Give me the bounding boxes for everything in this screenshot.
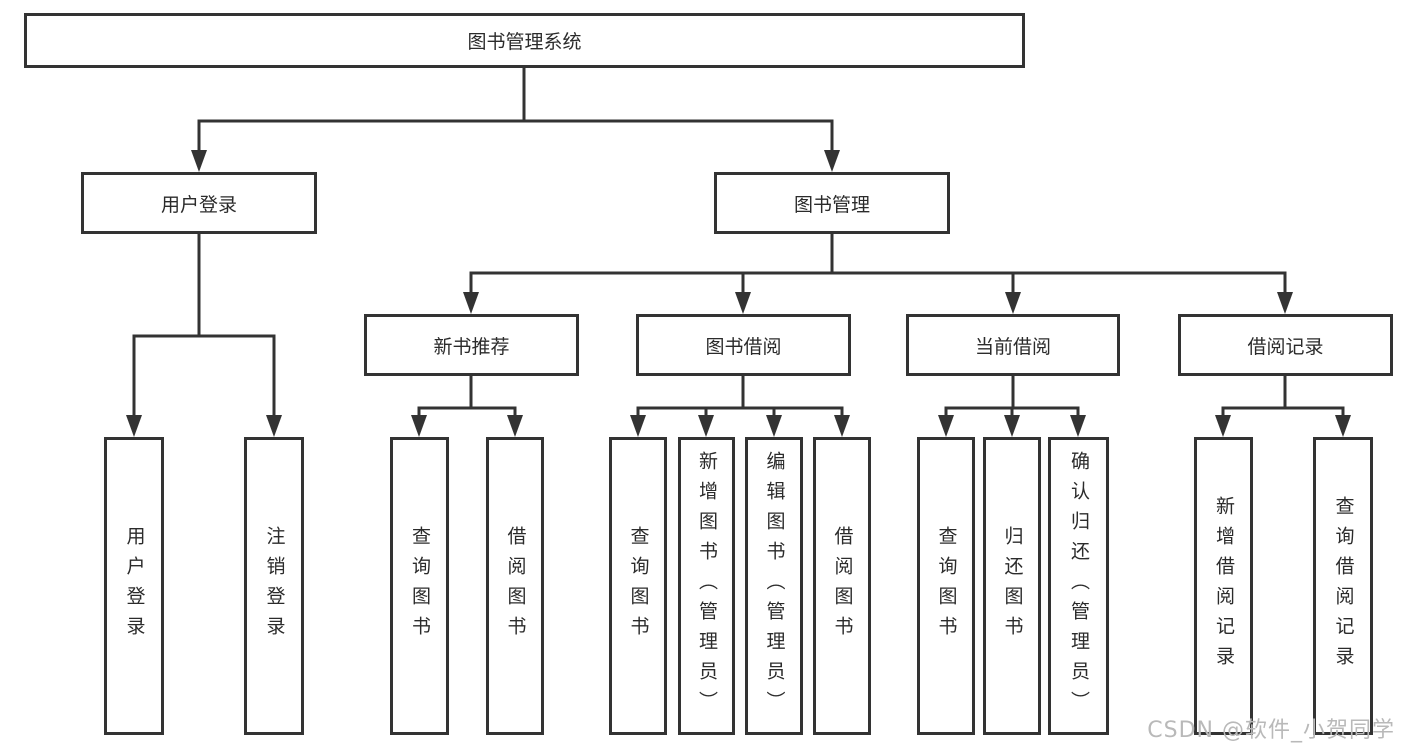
leaf-edit-books-admin: 编辑图书（管理员）	[745, 437, 803, 735]
leaf-query-books-2: 查询图书	[609, 437, 667, 735]
connector-borrow-records-children	[1215, 374, 1351, 437]
node-new-book-recommend: 新书推荐	[364, 314, 579, 376]
connector-book-borrow-children	[630, 374, 850, 437]
connector-root-to-level2	[191, 66, 840, 172]
node-user-login: 用户登录	[81, 172, 317, 234]
leaf-add-books-admin: 新增图书（管理员）	[678, 437, 735, 735]
leaf-query-books-1: 查询图书	[390, 437, 449, 735]
leaf-user-login: 用户登录	[104, 437, 164, 735]
node-root: 图书管理系统	[24, 13, 1025, 68]
leaf-confirm-return-admin: 确认归还（管理员）	[1048, 437, 1109, 735]
leaf-return-books: 归还图书	[983, 437, 1041, 735]
connector-user-login-children	[126, 232, 282, 437]
node-borrowing-records: 借阅记录	[1178, 314, 1393, 376]
leaf-borrow-books-2: 借阅图书	[813, 437, 871, 735]
node-book-borrowing: 图书借阅	[636, 314, 851, 376]
leaf-logout: 注销登录	[244, 437, 304, 735]
leaf-query-borrow-record: 查询借阅记录	[1313, 437, 1373, 735]
connector-new-book-children	[411, 374, 523, 437]
leaf-add-borrow-record: 新增借阅记录	[1194, 437, 1253, 735]
leaf-borrow-books-1: 借阅图书	[486, 437, 544, 735]
watermark: CSDN @软件_小贺同学	[1147, 718, 1395, 743]
leaf-query-books-3: 查询图书	[917, 437, 975, 735]
node-book-management: 图书管理	[714, 172, 950, 234]
node-current-borrowing: 当前借阅	[906, 314, 1120, 376]
connector-book-mgmt-children	[463, 232, 1293, 314]
connector-current-borrow-children	[938, 374, 1086, 437]
